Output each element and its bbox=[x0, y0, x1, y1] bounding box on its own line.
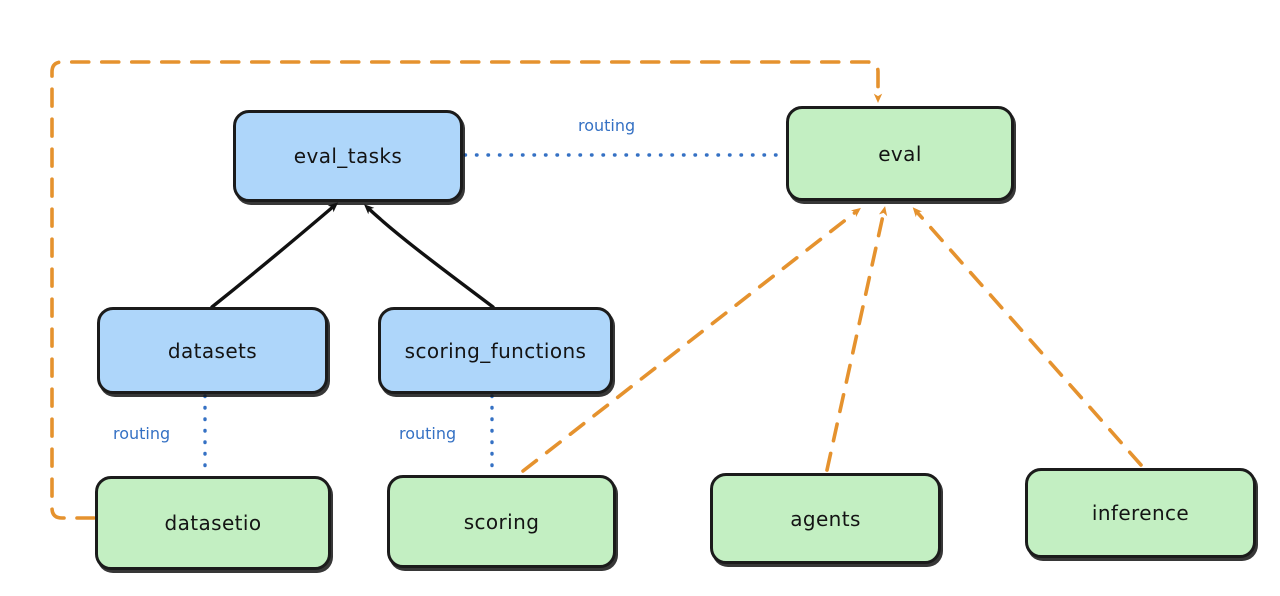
node-label: datasetio bbox=[164, 511, 262, 535]
node-label: inference bbox=[1091, 501, 1190, 525]
node-label: eval bbox=[878, 141, 922, 166]
node-inference[interactable]: inference bbox=[1025, 468, 1256, 558]
edge-inference-to-eval bbox=[912, 207, 1143, 467]
edge-datasetio-to-eval bbox=[50, 60, 883, 520]
node-label: scoring bbox=[463, 509, 540, 534]
node-scoring-functions[interactable]: scoring_functions bbox=[378, 307, 613, 394]
node-label: agents bbox=[790, 506, 861, 531]
edge-datasets-to-eval-tasks bbox=[210, 202, 339, 309]
node-scoring[interactable]: scoring bbox=[387, 475, 616, 568]
node-label: eval_tasks bbox=[293, 144, 403, 168]
edge-agents-to-eval bbox=[825, 206, 888, 472]
edge-scoring-functions-to-eval-tasks bbox=[363, 204, 495, 309]
node-datasetio[interactable]: datasetio bbox=[95, 476, 331, 570]
node-datasets[interactable]: datasets bbox=[97, 307, 328, 394]
node-label: datasets bbox=[167, 338, 258, 363]
node-eval[interactable]: eval bbox=[786, 106, 1014, 201]
edge-label-routing-top: routing bbox=[578, 116, 636, 135]
node-label: scoring_functions bbox=[404, 338, 587, 363]
node-agents[interactable]: agents bbox=[710, 473, 941, 564]
edge-label-routing-datasets: routing bbox=[113, 424, 171, 443]
node-eval-tasks[interactable]: eval_tasks bbox=[233, 110, 463, 202]
edge-label-routing-scoring: routing bbox=[399, 424, 457, 443]
